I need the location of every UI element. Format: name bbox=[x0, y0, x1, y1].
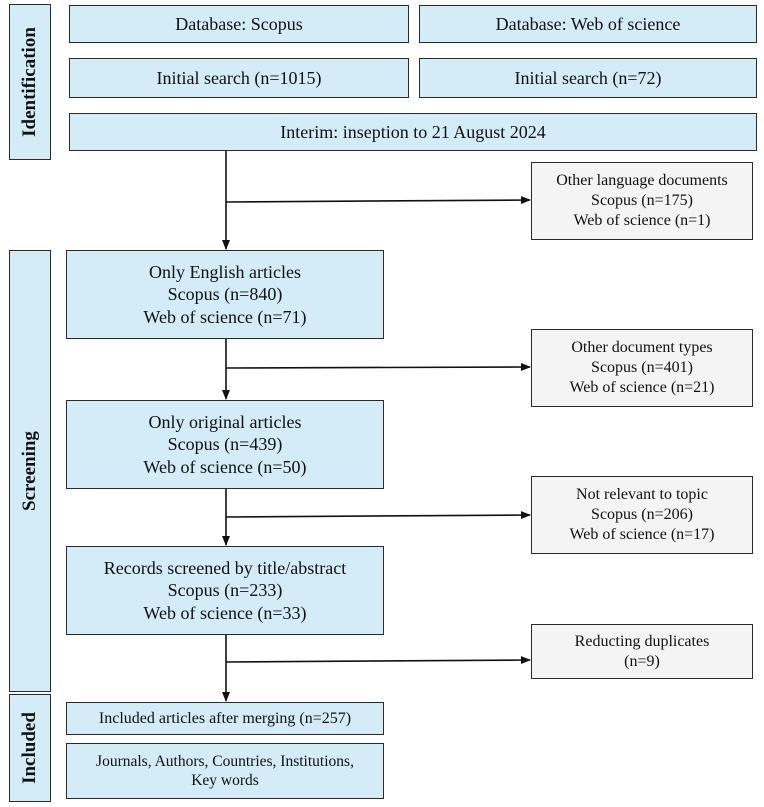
interim-label: Interim: inseption to 21 August 2024 bbox=[280, 121, 546, 142]
original-articles-title: Only original articles bbox=[148, 411, 302, 432]
duplicates-count: (n=9) bbox=[624, 652, 660, 670]
stage-identification: Identification bbox=[9, 4, 51, 160]
database-wos-box: Database: Web of science bbox=[419, 5, 757, 43]
title-abstract-box: Records screened by title/abstract Scopu… bbox=[66, 546, 384, 635]
title-abstract-wos: Web of science (n=33) bbox=[143, 602, 307, 623]
arrow-to-other-language bbox=[225, 196, 531, 205]
other-language-wos: Web of science (n=1) bbox=[573, 212, 711, 229]
included-merged-box: Included articles after merging (n=257) bbox=[66, 702, 384, 735]
other-document-types-title: Other document types bbox=[571, 339, 713, 356]
other-document-types-wos: Web of science (n=21) bbox=[569, 379, 715, 396]
original-articles-wos: Web of science (n=50) bbox=[143, 456, 307, 477]
included-merged-label: Included articles after merging (n=257) bbox=[98, 709, 352, 727]
analysis-line2: Key words bbox=[191, 772, 259, 789]
stage-included: Included bbox=[9, 694, 51, 802]
initial-search-scopus-label: Initial search (n=1015) bbox=[156, 67, 322, 88]
arrow-to-duplicates bbox=[225, 656, 531, 665]
other-document-types-scopus: Scopus (n=401) bbox=[591, 359, 693, 376]
initial-search-wos-label: Initial search (n=72) bbox=[514, 67, 662, 88]
title-abstract-scopus: Scopus (n=233) bbox=[167, 580, 283, 601]
english-articles-scopus: Scopus (n=840) bbox=[167, 284, 283, 305]
original-articles-box: Only original articles Scopus (n=439) We… bbox=[66, 400, 384, 489]
other-language-box: Other language documents Scopus (n=175) … bbox=[531, 162, 753, 240]
initial-search-wos-box: Initial search (n=72) bbox=[419, 58, 757, 98]
stage-screening: Screening bbox=[9, 250, 51, 692]
arrow-to-not-relevant bbox=[225, 511, 531, 520]
initial-search-scopus-box: Initial search (n=1015) bbox=[69, 58, 409, 98]
not-relevant-scopus: Scopus (n=206) bbox=[591, 506, 693, 523]
duplicates-title: Reducting duplicates bbox=[574, 632, 710, 650]
other-document-types-box: Other document types Scopus (n=401) Web … bbox=[531, 329, 753, 407]
arrow-to-other-document-types bbox=[225, 363, 531, 372]
not-relevant-title: Not relevant to topic bbox=[576, 486, 708, 503]
english-articles-wos: Web of science (n=71) bbox=[143, 306, 307, 327]
title-abstract-title: Records screened by title/abstract bbox=[103, 557, 347, 578]
database-scopus-box: Database: Scopus bbox=[69, 5, 409, 43]
interim-box: Interim: inseption to 21 August 2024 bbox=[69, 113, 757, 151]
other-language-scopus: Scopus (n=175) bbox=[591, 192, 693, 209]
not-relevant-box: Not relevant to topic Scopus (n=206) Web… bbox=[531, 476, 753, 554]
database-scopus-label: Database: Scopus bbox=[175, 13, 303, 34]
other-language-title: Other language documents bbox=[556, 172, 728, 189]
duplicates-box: Reducting duplicates (n=9) bbox=[531, 624, 753, 679]
database-wos-label: Database: Web of science bbox=[495, 13, 681, 34]
english-articles-title: Only English articles bbox=[149, 261, 301, 282]
original-articles-scopus: Scopus (n=439) bbox=[167, 434, 283, 455]
analysis-box: Journals, Authors, Countries, Institutio… bbox=[66, 743, 384, 799]
english-articles-box: Only English articles Scopus (n=840) Web… bbox=[66, 250, 384, 339]
not-relevant-wos: Web of science (n=17) bbox=[569, 526, 715, 543]
analysis-line1: Journals, Authors, Countries, Institutio… bbox=[96, 752, 354, 770]
